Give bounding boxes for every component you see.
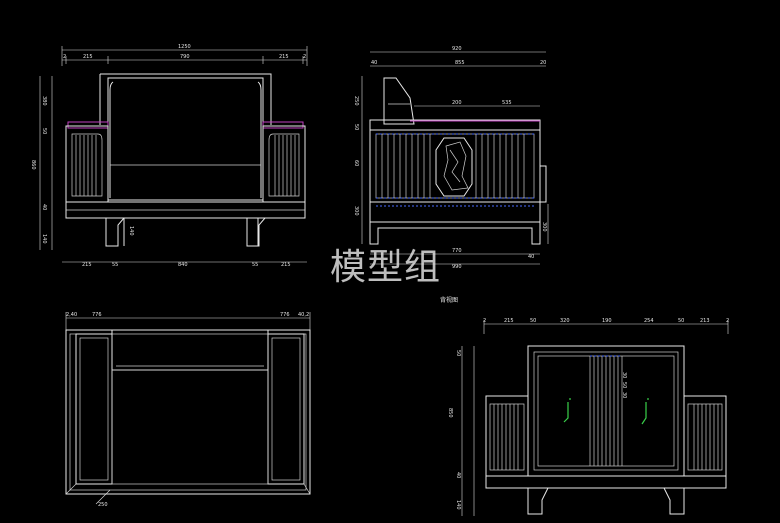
back-top-dim-3: 50 [530, 318, 536, 324]
side-top-dim-2: 855 [455, 60, 465, 66]
back-left-dim-1: 50 [455, 350, 461, 356]
back-left-dim-2: 850 [447, 408, 453, 418]
plan-top-dim-1: 2,40 [66, 312, 77, 318]
front-bottom-dim-2: 55 [112, 262, 118, 268]
side-bottom-dim-1: 770 [452, 248, 462, 254]
front-left-dim-4: 40 [41, 204, 47, 210]
back-left-dim-4: 140 [455, 500, 461, 510]
back-center-dim-2: 50 [621, 382, 627, 388]
side-left-dim-2: 50 [353, 124, 359, 130]
front-bottom-dim-1: 215 [82, 262, 92, 268]
front-bottom-dim-3: 840 [178, 262, 188, 268]
back-top-dim-7: 50 [678, 318, 684, 324]
front-bottom-dim-4: 55 [252, 262, 258, 268]
front-left-dim-3: 860 [30, 160, 36, 170]
side-top-dim-3: 20 [540, 60, 546, 66]
plan-view: 2,40 776 776 40,2 250 [65, 312, 311, 508]
back-top-dim-2: 215 [504, 318, 514, 324]
front-bottom-dim-5: 215 [281, 262, 291, 268]
side-right-dim: 300 [541, 222, 547, 232]
side-bottom-dim-2: 990 [452, 264, 462, 270]
front-top-dim-4: 215 [279, 54, 289, 60]
front-leg-dim: 140 [128, 226, 134, 236]
watermark: 模型组 [330, 247, 442, 288]
back-top-dim-8: 213 [700, 318, 710, 324]
back-top-dim-9: 2 [726, 318, 729, 324]
back-view-title: 背视图 [440, 296, 458, 304]
side-top-dim-1: 40 [371, 60, 377, 66]
front-left-dim-1: 380 [41, 96, 47, 106]
back-left-dim-3: 40 [455, 472, 461, 478]
back-view: 背视图 2 215 50 320 190 254 50 213 2 30 [440, 296, 729, 516]
front-left-dim-2: 50 [41, 128, 47, 134]
side-left-dim-1: 250 [353, 96, 359, 106]
plan-corner-dim: 250 [98, 502, 108, 508]
side-left-dim-3: 60 [353, 160, 359, 166]
back-top-dim-5: 190 [602, 318, 612, 324]
front-left-dim-5: 140 [41, 234, 47, 244]
plan-top-dim-4: 40,2 [298, 312, 309, 318]
back-top-dim-6: 254 [644, 318, 654, 324]
side-left-dim-4: 300 [353, 206, 359, 216]
side-view: 920 40 855 20 200 535 [353, 46, 549, 270]
back-top-dim-1: 2 [483, 318, 486, 324]
side-seat-dim-2: 535 [502, 100, 512, 106]
front-top-dim-1: 2 [63, 54, 66, 60]
front-overall-width: 1250 [178, 44, 191, 50]
back-center-dim-3: 30 [621, 392, 627, 398]
back-center-dim-1: 30 [621, 372, 627, 378]
plan-top-dim-3: 776 [280, 312, 290, 318]
front-top-dim-5: 2 [303, 54, 306, 60]
back-top-dim-4: 320 [560, 318, 570, 324]
plan-top-dim-2: 776 [92, 312, 102, 318]
front-top-dim-3: 790 [180, 54, 190, 60]
side-seat-dim-1: 200 [452, 100, 462, 106]
front-view: 1250 2 215 790 215 2 [30, 44, 308, 268]
front-top-dim-2: 215 [83, 54, 93, 60]
side-overall-width: 920 [452, 46, 462, 52]
side-bottom-dim-3: 40 [528, 254, 534, 260]
